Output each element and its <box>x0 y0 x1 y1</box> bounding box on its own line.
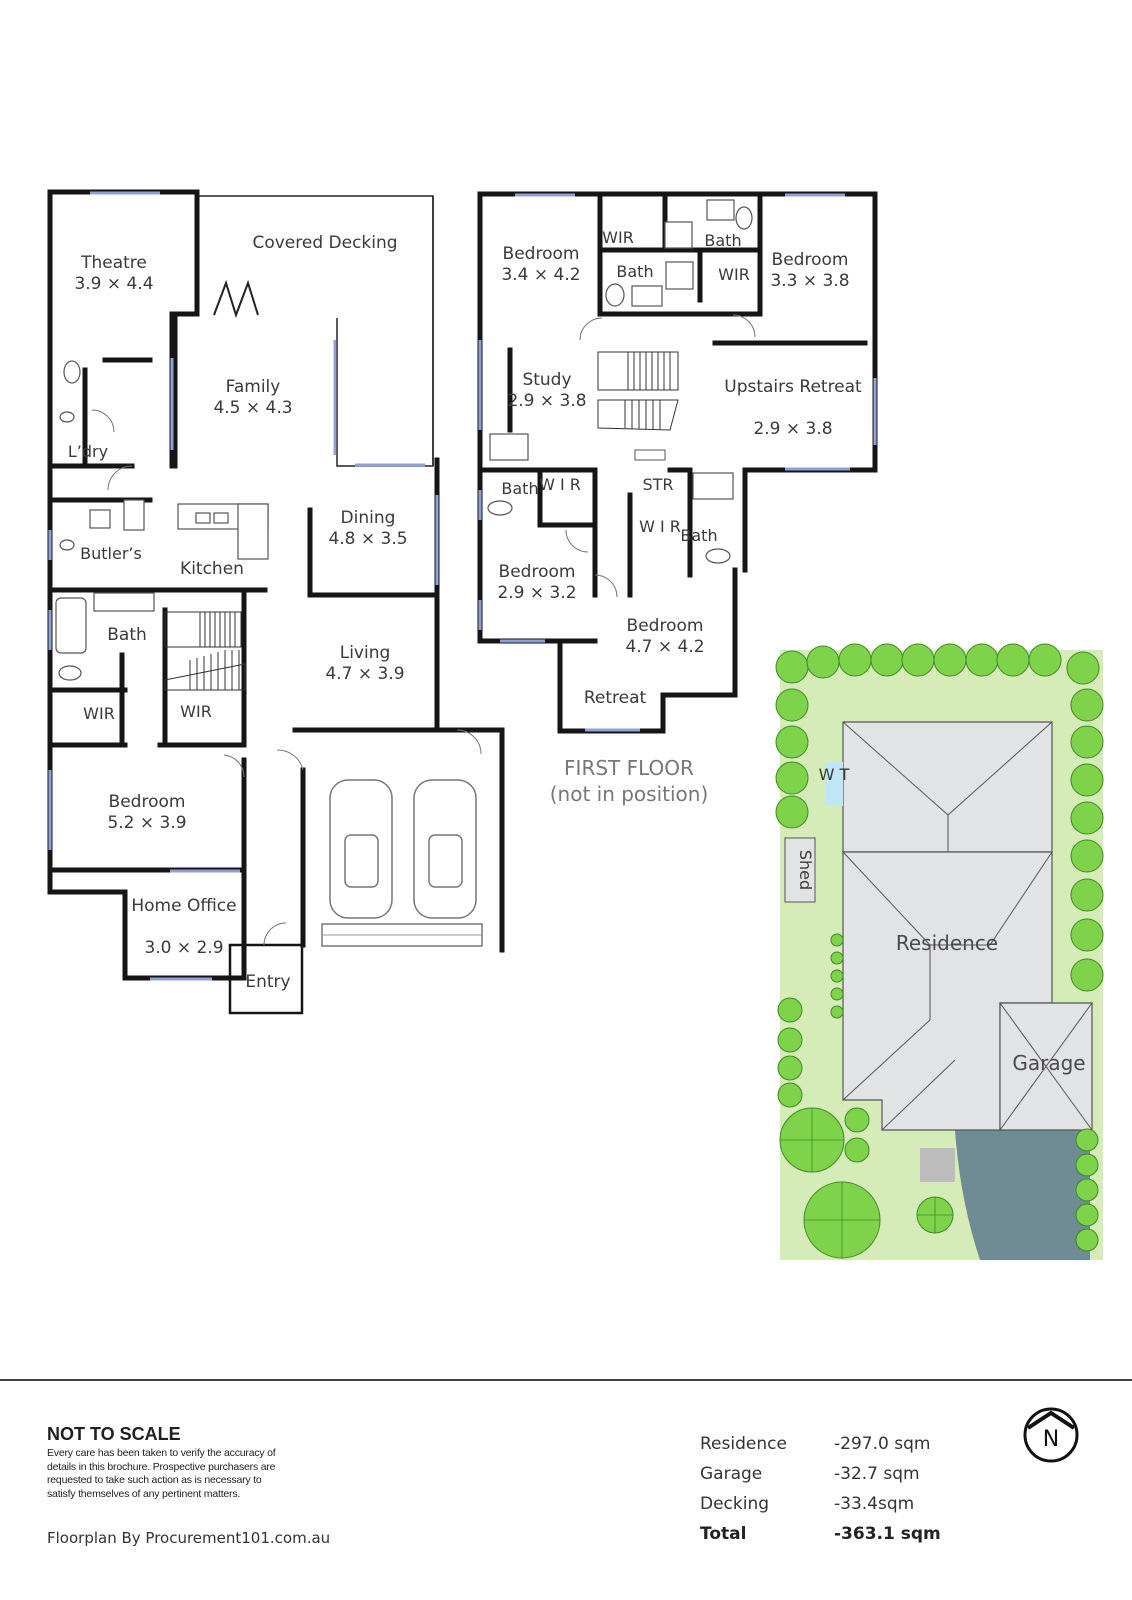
room-wir-ground-2: WIR <box>180 702 212 721</box>
area-value: -32.7 sqm <box>834 1464 920 1484</box>
site-shed-label: Shed <box>796 850 815 890</box>
room-butlers: Butler’s <box>80 544 142 563</box>
floorplan-credit: Floorplan By Procurement101.com.au <box>47 1529 331 1547</box>
room-upstairs-retreat: Upstairs Retreat <box>724 377 862 397</box>
room-bath-ff-1: Bath <box>704 231 741 250</box>
room-home-office: Home Office <box>131 896 236 916</box>
site-water-tank-label: W T <box>819 765 850 784</box>
room-retreat: Retreat <box>584 688 647 708</box>
room-covered-decking: Covered Decking <box>252 233 397 253</box>
footer-divider <box>0 1379 1132 1381</box>
area-label: Residence <box>700 1434 787 1454</box>
area-row-residence: Residence -297.0 sqm <box>700 1429 960 1459</box>
room-bath-ff-4: Bath <box>680 526 717 545</box>
room-wir-ff-2: WIR <box>718 265 750 284</box>
first-floor-sublabel: (not in position) <box>550 782 709 806</box>
room-bath-ff-2: Bath <box>616 262 653 281</box>
area-value: -297.0 sqm <box>834 1434 931 1454</box>
room-wir-ground-1: WIR <box>83 704 115 723</box>
area-row-total: Total -363.1 sqm <box>700 1519 960 1549</box>
disclaimer-text: Every care has been taken to verify the … <box>47 1447 276 1500</box>
not-to-scale-title: NOT TO SCALE <box>47 1424 181 1444</box>
room-bath-ff-3: Bath <box>501 479 538 498</box>
site-garage-label: Garage <box>1012 1051 1085 1075</box>
room-bath-ground: Bath <box>107 625 147 645</box>
area-label: Decking <box>700 1494 770 1514</box>
room-home-office-dims: 3.0 × 2.9 <box>144 938 223 958</box>
north-symbol: N <box>1043 1427 1059 1452</box>
total-label: Total <box>700 1524 747 1544</box>
site-residence-label: Residence <box>896 931 998 955</box>
first-floor-label: FIRST FLOOR <box>564 756 694 780</box>
room-str: STR <box>642 475 673 494</box>
room-wir-ff-1: WIR <box>602 228 634 247</box>
room-kitchen: Kitchen <box>180 559 244 579</box>
area-row-garage: Garage -32.7 sqm <box>700 1459 960 1489</box>
north-arrow-icon: N <box>1023 1407 1079 1463</box>
area-value: -33.4sqm <box>834 1494 915 1514</box>
room-wir-ff-4: W I R <box>639 517 681 536</box>
total-value: -363.1 sqm <box>834 1524 941 1544</box>
disclaimer-block: NOT TO SCALE Every care has been taken t… <box>47 1424 277 1501</box>
area-label: Garage <box>700 1464 763 1484</box>
room-upstairs-retreat-dims: 2.9 × 3.8 <box>753 419 832 439</box>
room-entry: Entry <box>245 972 290 992</box>
room-laundry: L’dry <box>68 442 108 461</box>
area-row-decking: Decking -33.4sqm <box>700 1489 960 1519</box>
area-schedule: Residence -297.0 sqm Garage -32.7 sqm De… <box>700 1429 960 1549</box>
room-wir-ff-3: W I R <box>539 475 581 494</box>
site-plan: W T Shed Residence Garage <box>775 643 1104 1260</box>
